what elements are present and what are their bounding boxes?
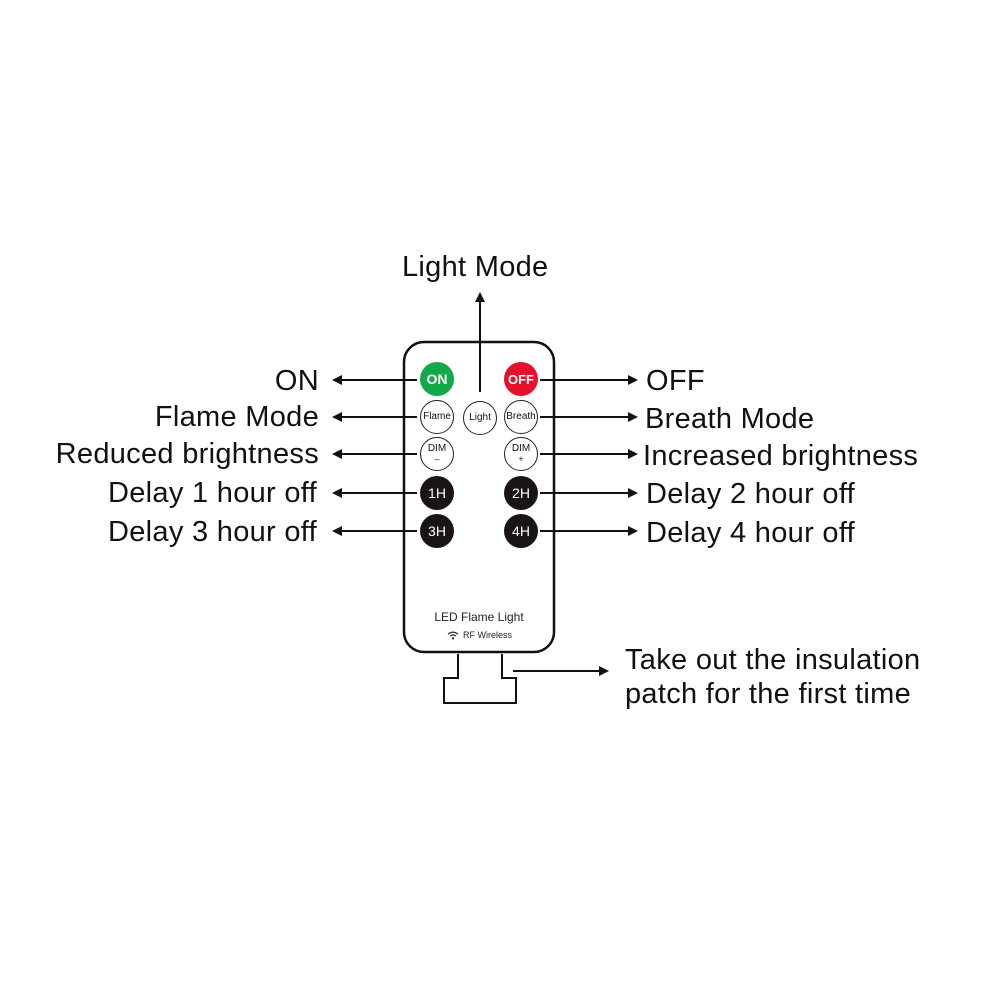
3h-button[interactable]: 3H (420, 514, 454, 548)
breath-button[interactable]: Breath (504, 400, 538, 434)
off-button[interactable]: OFF (504, 362, 538, 396)
insulation-tab (443, 654, 517, 704)
label-insulation-line1: Take out the insulation (625, 644, 921, 676)
light-button[interactable]: Light (463, 401, 497, 435)
dim-plus-button[interactable]: DIM + (504, 437, 538, 471)
label-delay-4: Delay 4 hour off (646, 517, 856, 549)
label-increased-brightness: Increased brightness (643, 440, 919, 472)
1h-button[interactable]: 1H (420, 476, 454, 510)
label-off: OFF (646, 365, 705, 397)
wifi-icon (447, 631, 459, 639)
4h-button[interactable]: 4H (504, 514, 538, 548)
label-delay-2: Delay 2 hour off (646, 478, 856, 510)
flame-button[interactable]: Flame (420, 400, 454, 434)
label-delay-1: Delay 1 hour off (107, 477, 317, 509)
label-breath-mode: Breath Mode (645, 403, 815, 435)
on-button[interactable]: ON (420, 362, 454, 396)
dim-minus-button[interactable]: DIM – (420, 437, 454, 471)
brand-label: LED Flame Light (434, 610, 524, 624)
label-flame-mode: Flame Mode (154, 401, 319, 433)
label-reduced-brightness: Reduced brightness (55, 438, 319, 470)
label-light-mode: Light Mode (402, 251, 549, 283)
rf-wireless-label: RF Wireless (447, 630, 512, 640)
label-delay-3: Delay 3 hour off (107, 516, 317, 548)
label-insulation-line2: patch for the first time (625, 678, 912, 710)
2h-button[interactable]: 2H (504, 476, 538, 510)
label-on: ON (274, 365, 319, 397)
